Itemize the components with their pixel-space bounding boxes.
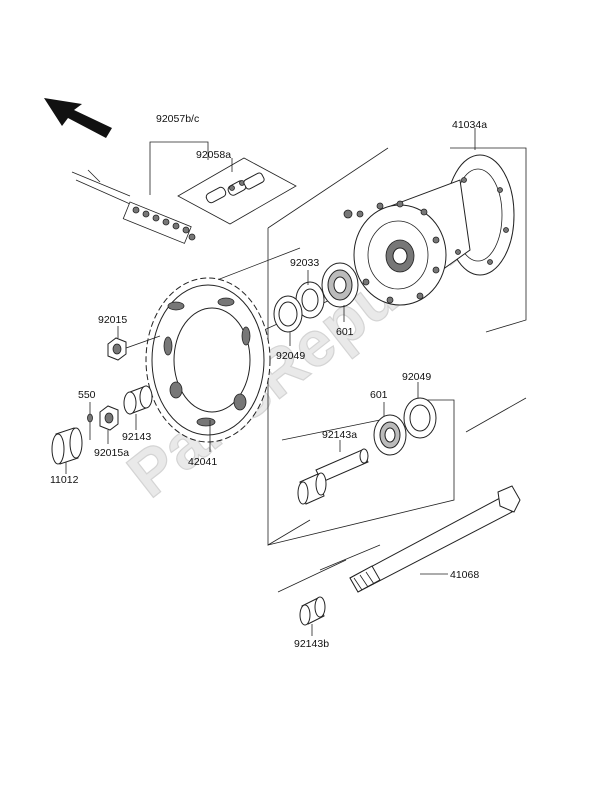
bearing-601-mid — [373, 414, 407, 456]
bearing-601-top — [321, 262, 359, 308]
label-92015a: 92015a — [94, 447, 129, 459]
label-42041: 42041 — [188, 456, 217, 468]
cap-11012 — [51, 427, 83, 465]
drive-chain — [71, 169, 196, 244]
label-92057bc: 92057b/c — [156, 113, 199, 125]
collar-92143b — [299, 596, 326, 626]
label-92049-mid: 92049 — [402, 371, 431, 383]
label-601-mid: 601 — [370, 389, 388, 401]
nut-92015 — [107, 337, 127, 361]
cotter-pin-550 — [87, 413, 93, 440]
rear-sprocket — [145, 277, 271, 443]
rear-wheel-hub — [343, 154, 515, 306]
spacer-92143a — [297, 448, 369, 505]
oil-seal-92033 — [295, 281, 325, 319]
label-41068: 41068 — [450, 569, 479, 581]
label-92143: 92143 — [122, 431, 151, 443]
label-92015: 92015 — [98, 314, 127, 326]
label-92143b: 92143b — [294, 638, 329, 650]
oil-seal-92049-top — [273, 295, 303, 333]
oil-seal-92049-mid — [403, 397, 437, 439]
label-92143a: 92143a — [322, 429, 357, 441]
label-601-top: 601 — [336, 326, 354, 338]
label-92033: 92033 — [290, 257, 319, 269]
label-41034a: 41034a — [452, 119, 487, 131]
label-11012: 11012 — [50, 474, 79, 486]
label-92049-top: 92049 — [276, 350, 305, 362]
label-92058a: 92058a — [196, 149, 231, 161]
axle-41068 — [349, 485, 521, 593]
label-550: 550 — [78, 389, 96, 401]
chain-joint-link — [205, 172, 265, 204]
collar-92143 — [123, 385, 153, 415]
front-direction-arrow-icon — [44, 98, 112, 138]
castle-nut-92015a — [99, 405, 119, 431]
